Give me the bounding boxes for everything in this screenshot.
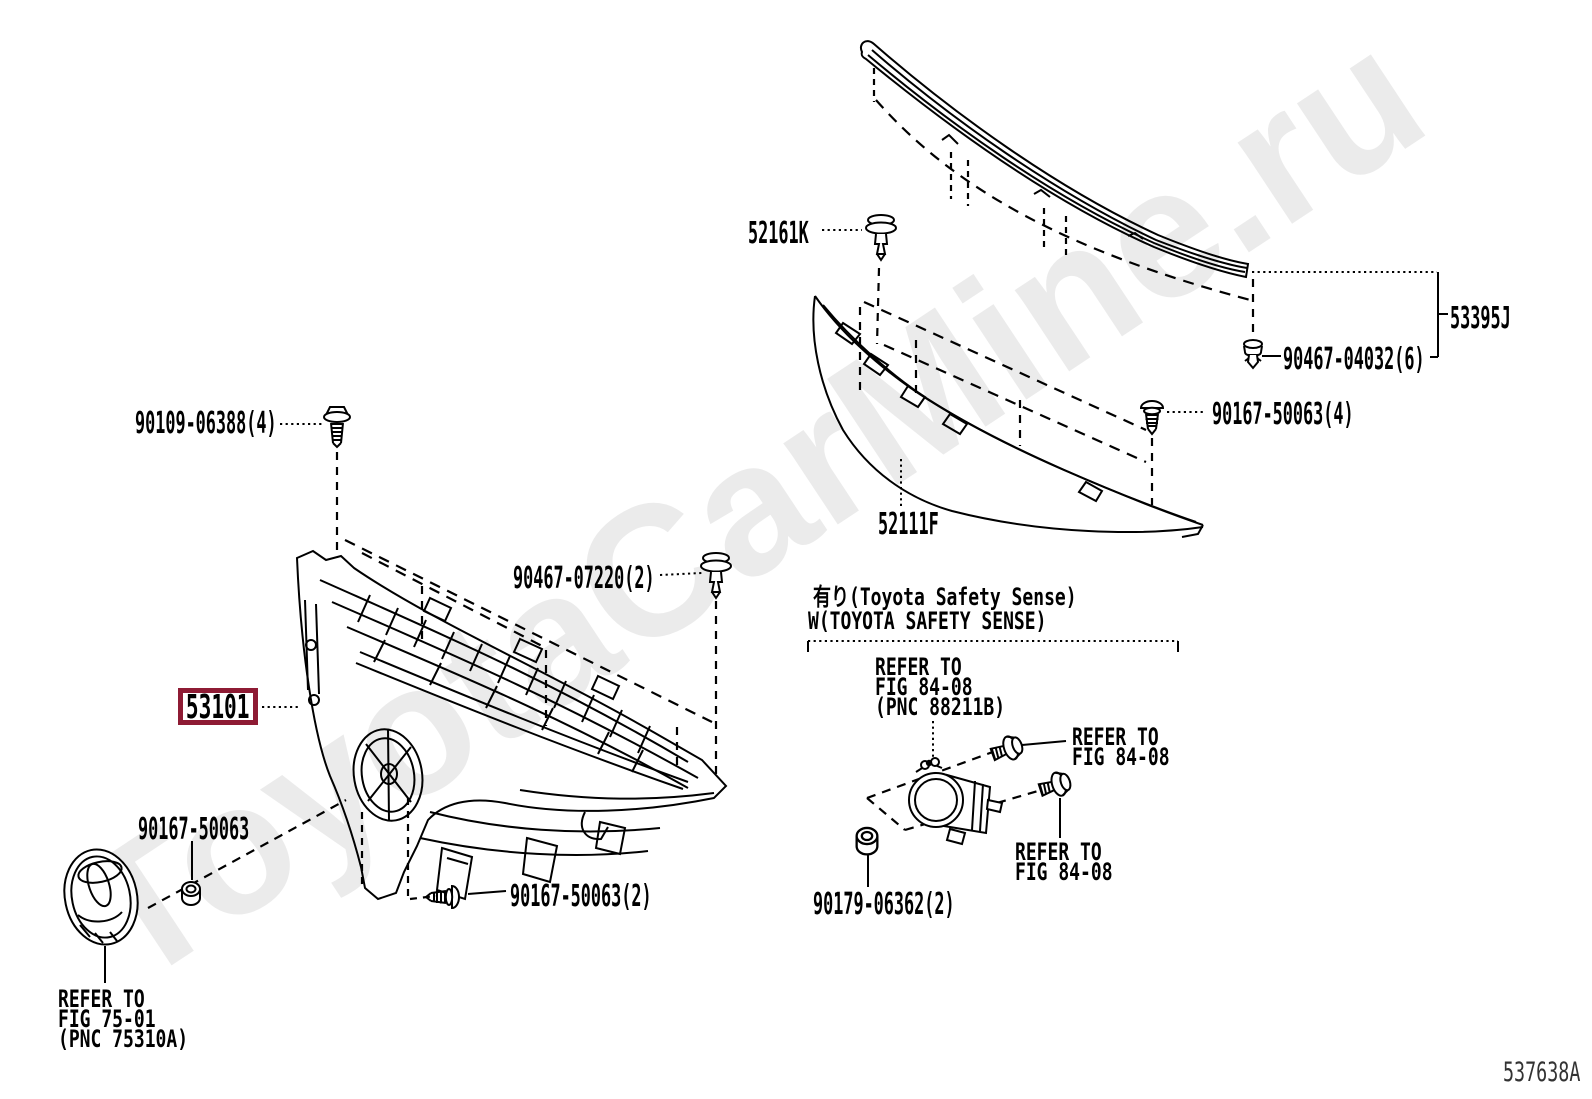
part-label-90467-07220[interactable]: 90467-07220(2) [513,561,655,596]
sensor-bolt-top-icon [987,731,1027,767]
reference-fig-84-08-bottom: REFER TO FIG 84-08 [1015,838,1113,886]
part-label-90179-06362[interactable]: 90179-06362(2) [813,887,955,922]
bumper-molding-52111F [812,295,1204,538]
grommet-90179-icon [855,826,879,856]
grille-emblem-mount [352,728,424,822]
part-label-53101: 53101 [186,687,250,726]
part-label-90167-50063[interactable]: 90167-50063 [138,812,250,847]
fasteners [181,214,1263,909]
leader-lines-dotted [262,229,1437,758]
note-toyota-safety-sense-en: W(TOYOTA SAFETY SENSE) [808,607,1047,635]
dashed-mounting-lines [147,68,1255,909]
part-label-90467-04032[interactable]: 90467-04032(6) [1283,342,1425,377]
sensor-bolt-bottom-icon [1035,768,1075,803]
part-label-52161K[interactable]: 52161K [748,216,809,251]
reference-emblem-fig-75-01: REFER TO FIG 75-01 (PNC 75310A) [58,985,189,1053]
clip-52161K-icon [865,214,897,261]
highlighted-part-box-53101[interactable]: 53101 [178,688,258,725]
leader-lines-solid [104,272,1448,983]
radar-sensor [908,757,1004,846]
clip-90467-04032-icon [1243,339,1263,369]
part-label-90109-06388[interactable]: 90109-06388(4) [135,406,277,441]
part-label-90167-50063-2[interactable]: 90167-50063(2) [510,879,652,914]
part-label-90167-50063-4[interactable]: 90167-50063(4) [1212,397,1354,432]
reference-fig-84-08-top: REFER TO FIG 84-08 [1072,723,1170,771]
screw-90167-50063-2-icon [425,885,460,909]
reference-sensor-fig-84-08: REFER TO FIG 84-08 (PNC 88211B) [875,653,1006,721]
note-toyota-safety-sense-jp: 有り(Toyota Safety Sense) [813,583,1077,611]
hood-front-molding-53395J [860,40,1250,279]
radiator-grille-53101 [295,549,728,901]
part-label-53395J[interactable]: 53395J [1450,301,1511,336]
bolt-90109-icon [323,406,351,448]
toyota-emblem [63,848,139,946]
nut-90167-50063-icon [181,881,201,906]
clip-90467-07220-icon [700,552,732,599]
figure-code: 537638A [1503,1057,1581,1088]
part-label-52111F[interactable]: 52111F [878,507,939,542]
